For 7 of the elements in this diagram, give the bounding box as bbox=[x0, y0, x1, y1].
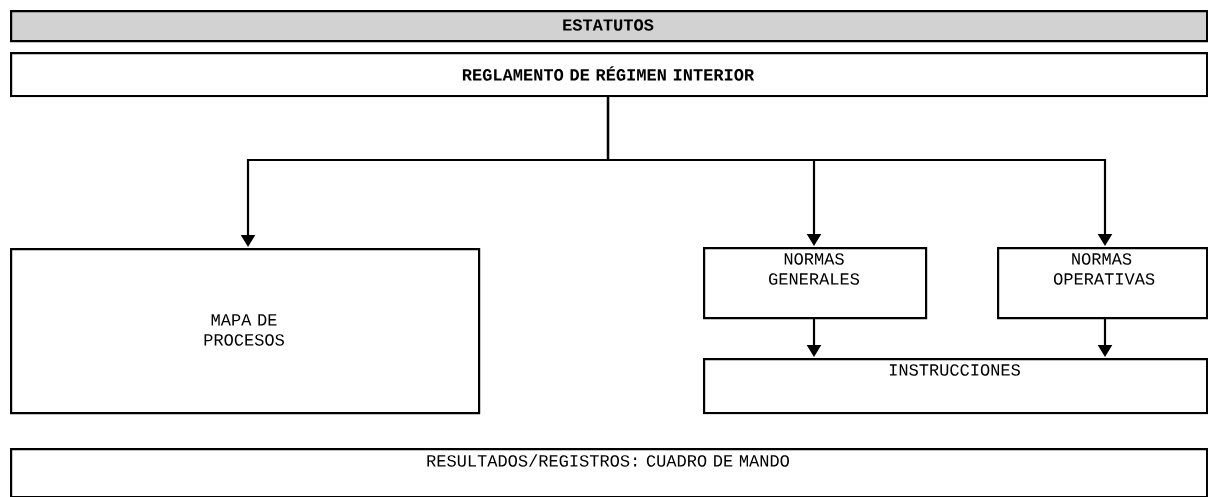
process-box: NORMAS OPERATIVAS bbox=[997, 247, 1208, 320]
process-box: RESULTADOS/REGISTROS: CUADRO DE MANDO bbox=[10, 448, 1208, 497]
process-box: INSTRUCCIONES bbox=[703, 358, 1208, 415]
process-box: NORMAS GENERALES bbox=[703, 247, 928, 320]
process-box: MAPA DE PROCESOS bbox=[10, 248, 481, 415]
process-box: REGLAMENTO DE RÉGIMEN INTERIOR bbox=[10, 52, 1208, 98]
band: ESTATUTOS bbox=[10, 10, 1208, 43]
